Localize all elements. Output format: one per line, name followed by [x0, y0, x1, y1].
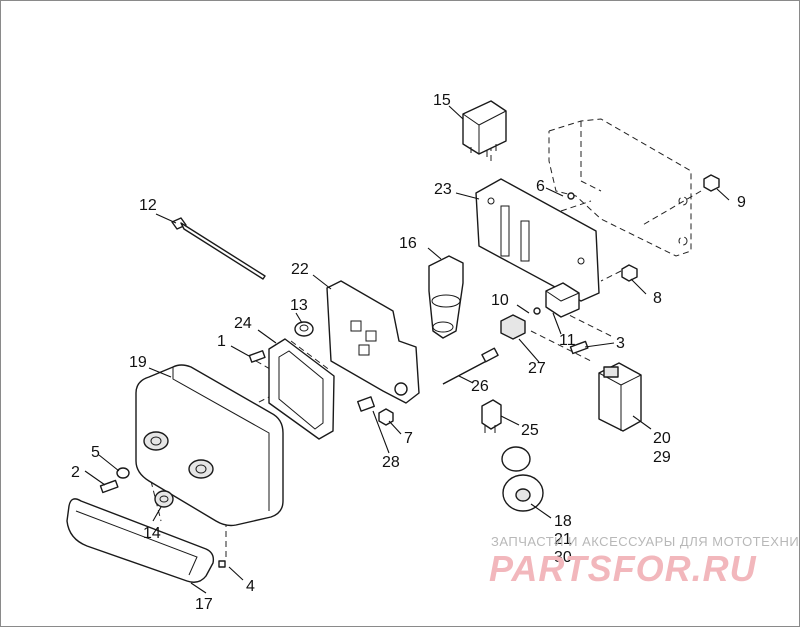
callout-19: 19 [129, 354, 147, 371]
callout-17: 17 [195, 596, 213, 613]
callout-13: 13 [290, 297, 308, 314]
callout-28: 28 [382, 454, 400, 471]
relay-part [462, 100, 507, 157]
callout-29: 29 [653, 449, 671, 466]
callout-3: 3 [616, 335, 625, 352]
trim-strip [66, 498, 226, 583]
screw-3 [569, 340, 589, 355]
tag-part [501, 446, 544, 512]
callout-20: 20 [653, 430, 671, 447]
clip-part [428, 255, 464, 339]
watermark: ЗАПЧАСТИ И АКСЕССУАРЫ ДЛЯ МОТОТЕХНИКИ PA… [489, 534, 799, 589]
gasket-part [268, 338, 335, 440]
watermark-tagline: ЗАПЧАСТИ И АКСЕССУАРЫ ДЛЯ МОТОТЕХНИКИ [491, 534, 799, 549]
connector-block [500, 282, 580, 340]
callout-4: 4 [246, 578, 255, 595]
mounting-plate [475, 178, 600, 302]
callout-26: 26 [471, 378, 489, 395]
callout-5: 5 [91, 444, 100, 461]
callout-14: 14 [143, 525, 161, 542]
nut-parts [567, 174, 720, 282]
fuse-holder-rod [442, 347, 499, 385]
mounting-bracket [548, 118, 692, 257]
callout-30: 30 [554, 549, 572, 566]
callout-8: 8 [653, 290, 662, 307]
callout-12: 12 [139, 197, 157, 214]
callout-15: 15 [433, 92, 451, 109]
callout-1: 1 [217, 333, 226, 350]
callout-9: 9 [737, 194, 746, 211]
fuse-part [481, 399, 502, 433]
side-bracket [326, 280, 420, 404]
callout-16: 16 [399, 235, 417, 252]
callout-7: 7 [404, 430, 413, 447]
callout-18: 18 [554, 513, 572, 530]
callout-2: 2 [71, 464, 80, 481]
cable-tie [171, 217, 266, 280]
callout-24: 24 [234, 315, 252, 332]
callout-23: 23 [434, 181, 452, 198]
callout-numbers: 15 12 22 13 24 1 19 5 2 14 17 4 23 6 9 1… [71, 92, 746, 613]
callout-10: 10 [491, 292, 509, 309]
callout-11: 11 [559, 332, 576, 349]
grommet-part [294, 321, 314, 337]
callout-27: 27 [528, 360, 546, 377]
callout-22: 22 [291, 261, 309, 278]
callout-25: 25 [521, 422, 539, 439]
fuse-block [598, 362, 642, 432]
washer-and-screw [99, 467, 174, 508]
box-cover [135, 364, 284, 527]
callout-6: 6 [536, 178, 545, 195]
small-hardware [357, 396, 394, 426]
screw-1 [248, 350, 266, 363]
callout-21: 21 [554, 531, 572, 548]
watermark-logo: PARTSFOR.RU [489, 548, 757, 589]
leader-lines [84, 105, 730, 594]
